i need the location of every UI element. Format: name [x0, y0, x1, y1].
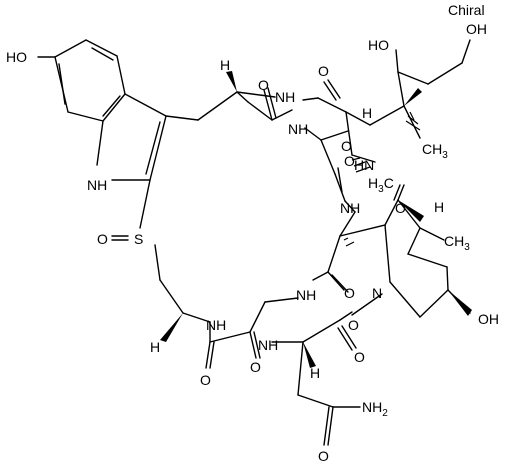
wedge-pro-oh: [448, 290, 472, 316]
atom-label-o-ile: O: [341, 138, 352, 154]
atom-label-o-top: O: [318, 63, 329, 79]
wedge-side: [404, 88, 422, 106]
atom-label-nh2: NH2: [362, 399, 388, 419]
atom-label-ch3-pro: CH3: [444, 233, 470, 253]
atom-label-sulfoxide-o: O: [97, 231, 108, 247]
atom-label-nh-gly2: NH: [340, 200, 360, 216]
wedge-asn-h: [303, 342, 316, 368]
wedge-trp-h: [226, 71, 237, 92]
atom-label-o-asn2: O: [348, 317, 359, 333]
atom-label-o-pro: O: [395, 200, 406, 216]
atom-label-h-asn: H: [310, 365, 320, 381]
atom-label-ho-side: HO: [368, 37, 389, 53]
atom-label-o-amide: O: [318, 448, 329, 464]
atom-label-h-trp: H: [220, 57, 230, 73]
atom-label-oh-side: OH: [466, 21, 487, 37]
atom-label-nh-mid: NH: [296, 287, 316, 303]
label-layer: Chiral HO NH O S H NH O NH O H HO OH CH3…: [6, 2, 499, 464]
atom-label-o-asn1: O: [250, 359, 261, 375]
atom-label-h-pro: H: [434, 199, 444, 215]
atom-label-h3c-pro: H3C: [368, 175, 394, 195]
wedge-cys-h: [160, 313, 183, 342]
atom-label-o-cys: O: [200, 372, 211, 388]
atom-label-nh-trp: NH: [275, 89, 295, 105]
atom-label-o-mid: O: [344, 285, 355, 301]
atom-label-o-asn-mid: O: [354, 349, 365, 365]
atom-label-nh-gly: NH: [288, 121, 308, 137]
atom-label-nh-indole: NH: [87, 177, 107, 193]
atom-label-o-gly2: O: [344, 153, 355, 169]
atom-label-o-trp: O: [258, 77, 269, 93]
bond-layer: [37, 39, 471, 446]
atom-label-ch3-side: CH3: [422, 141, 448, 161]
atom-label-s: S: [134, 231, 143, 247]
atom-label-ho-phenol: HO: [6, 49, 27, 65]
atom-label-oh-pro: OH: [478, 311, 499, 327]
atom-label-nh-cys: NH: [206, 317, 226, 333]
wedge-pro-h: [398, 200, 424, 222]
atom-label-h-cys: H: [150, 339, 160, 355]
atom-label-n-pro: N: [372, 285, 382, 301]
stereo-layer: [160, 71, 472, 368]
atom-label-hn-ile: HN: [354, 157, 374, 173]
chiral-label: Chiral: [448, 2, 485, 18]
atom-label-h-top: H: [362, 105, 372, 121]
atom-label-nh-asn: NH: [258, 337, 278, 353]
